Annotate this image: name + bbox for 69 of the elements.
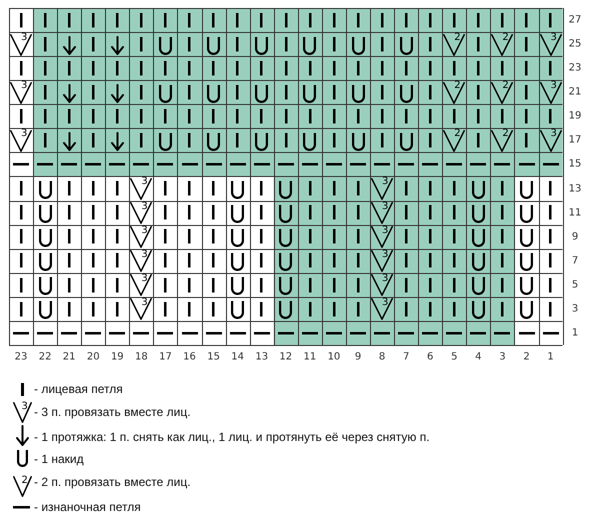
row-number: 9 [572, 231, 578, 242]
legend-description: - изнаночная петля [34, 500, 141, 514]
stitch-count-number: 3 [21, 129, 28, 140]
stitch-count-number: 3 [382, 250, 388, 260]
stitch-count-number: 2 [22, 476, 28, 486]
stitch-count-number: 2 [454, 81, 461, 92]
row-number: 7 [572, 255, 578, 266]
column-number: 20 [86, 351, 100, 362]
stitch-count-number: 3 [382, 202, 388, 212]
stitch-count-number: 3 [382, 177, 388, 188]
legend-description: - 3 п. провязать вместе лиц. [34, 405, 191, 419]
column-number: 1 [547, 351, 554, 362]
column-number: 18 [135, 351, 148, 362]
stitch-count-number: 3 [141, 298, 148, 308]
column-number: 13 [255, 351, 268, 362]
column-number: 15 [207, 351, 220, 362]
stitch-count-number: 3 [550, 81, 557, 92]
stitch-count-number: 2 [502, 81, 509, 92]
legend-description: - 1 протяжка: 1 п. снять как лиц., 1 лиц. и протянуть её через снятую п. [34, 430, 430, 444]
column-number: 9 [354, 351, 362, 362]
row-number: 21 [568, 86, 582, 98]
stitch-count-number: 3 [382, 298, 388, 308]
row-number: 23 [568, 62, 582, 74]
row-number: 15 [568, 158, 582, 170]
row-number: 13 [568, 183, 582, 194]
stitch-count-number: 3 [141, 250, 148, 260]
stitch-count-number: 3 [141, 274, 148, 284]
row-number: 27 [568, 14, 582, 26]
column-number: 5 [451, 351, 458, 362]
legend-description: - 2 п. провязать вместе лиц. [34, 475, 191, 489]
column-number: 16 [183, 351, 196, 362]
column-number: 3 [499, 351, 506, 362]
row-number: 3 [572, 303, 578, 314]
stitch-count-number: 3 [550, 33, 557, 44]
stitch-count-number: 3 [382, 226, 388, 236]
column-number: 21 [62, 351, 76, 362]
column-number: 8 [378, 351, 386, 362]
column-number: 7 [402, 351, 410, 362]
column-number: 4 [475, 351, 482, 362]
column-number: 17 [159, 351, 172, 362]
column-number: 10 [328, 351, 340, 362]
row-number: 25 [568, 38, 582, 50]
stitch-count-number: 3 [141, 202, 148, 212]
stitch-count-number: 3 [22, 402, 28, 412]
stitch-count-number: 3 [141, 177, 148, 188]
column-number: 23 [14, 351, 28, 362]
stitch-count-number: 3 [21, 81, 28, 92]
stitch-count-number: 2 [502, 33, 509, 44]
stitch-count-number: 3 [21, 33, 28, 44]
legend-description: - лицевая петля [34, 382, 123, 396]
stitch-count-number: 2 [454, 33, 461, 44]
column-number: 12 [279, 351, 292, 362]
column-number: 22 [38, 351, 52, 362]
column-number: 6 [427, 351, 434, 362]
stitch-count-number: 3 [141, 226, 148, 236]
stitch-count-number: 2 [454, 129, 461, 140]
column-number: 14 [231, 351, 244, 362]
stitch-count-number: 3 [382, 274, 388, 284]
column-number: 19 [110, 351, 124, 362]
legend-description: - 1 накид [34, 452, 84, 466]
stitch-count-number: 3 [550, 129, 557, 140]
row-number: 1 [572, 327, 578, 338]
row-number: 19 [568, 110, 582, 122]
stitch-count-number: 2 [502, 129, 509, 140]
column-number: 11 [304, 351, 316, 362]
column-number: 2 [523, 351, 530, 362]
row-number: 11 [568, 207, 582, 218]
row-number: 17 [568, 134, 582, 146]
row-number: 5 [572, 279, 578, 290]
